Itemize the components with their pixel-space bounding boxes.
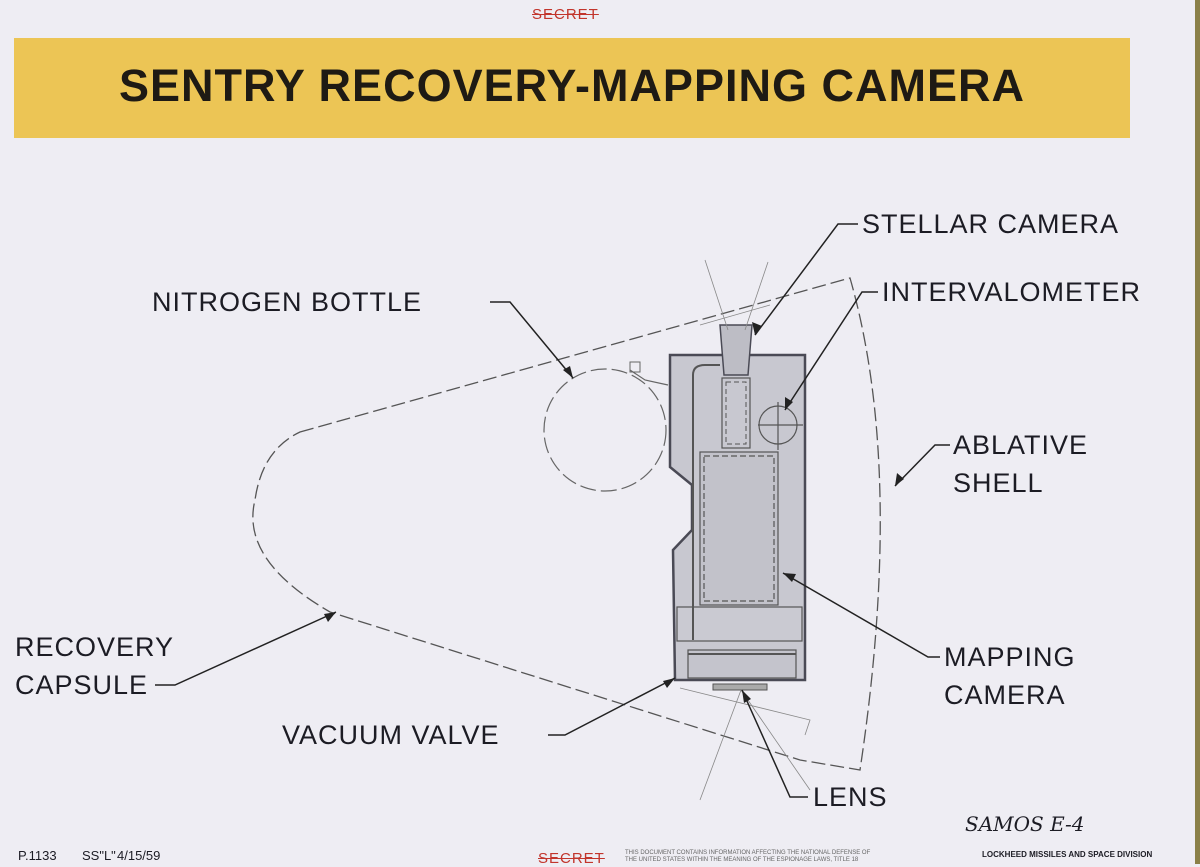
mapping-camera-body	[668, 353, 807, 691]
title-banner: SENTRY RECOVERY-MAPPING CAMERA	[14, 38, 1130, 138]
intervalometer	[758, 402, 803, 450]
footer-notice: THIS DOCUMENT CONTAINS INFORMATION AFFEC…	[625, 850, 871, 863]
footer-division: LOCKHEED MISSILES AND SPACE DIVISION	[982, 850, 1153, 859]
label-intervalometer: INTERVALOMETER	[882, 277, 1142, 307]
stellar-camera	[719, 324, 753, 376]
leader-lines	[155, 223, 950, 798]
label-nitrogen-bottle: NITROGEN BOTTLE	[152, 287, 423, 317]
label-vacuum-valve: VACUUM VALVE	[282, 720, 500, 750]
footer-ref: P.1133	[18, 848, 57, 863]
label-stellar-camera: STELLAR CAMERA	[862, 209, 1120, 239]
classification-top: SECRET	[532, 6, 599, 23]
label-lens: LENS	[813, 782, 888, 812]
footer-code: SS"L"	[82, 848, 116, 863]
handwritten-annotation: SAMOS E-4	[965, 812, 1085, 836]
footer-date: 4/15/59	[117, 848, 161, 863]
slide-edge	[1195, 0, 1200, 864]
nitrogen-line	[629, 369, 669, 386]
page-title: SENTRY RECOVERY-MAPPING CAMERA	[119, 60, 1025, 111]
classification-bottom: SECRET	[538, 850, 605, 867]
nitrogen-bottle	[543, 368, 667, 492]
capsule-outline	[252, 277, 881, 771]
